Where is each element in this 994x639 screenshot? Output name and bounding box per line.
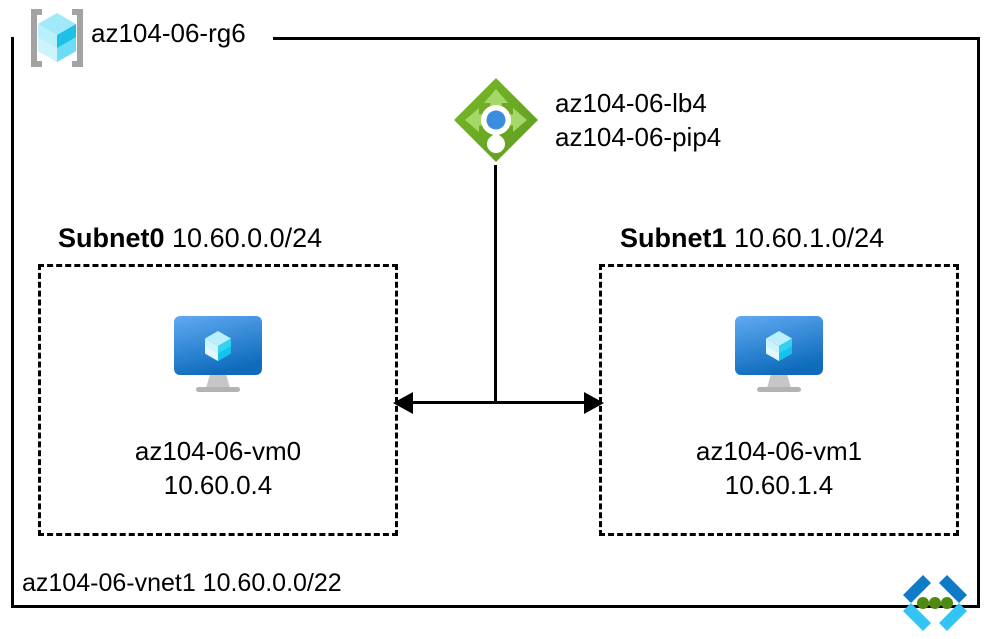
resource-group-label: az104-06-rg6 xyxy=(91,18,246,48)
public-ip-name: az104-06-pip4 xyxy=(555,122,722,152)
vm0-ip: 10.60.0.4 xyxy=(163,470,273,500)
vm1-name: az104-06-vm1 xyxy=(695,436,863,466)
resource-group-border-right xyxy=(977,37,980,608)
vm0-labels: az104-06-vm0 10.60.0.4 xyxy=(38,434,398,502)
vm1-ip: 10.60.1.4 xyxy=(724,470,834,500)
arrow-head-left-icon xyxy=(393,392,413,414)
virtual-machine-icon xyxy=(729,312,829,398)
vnet-label: az104-06-vnet1 10.60.0.0/22 xyxy=(22,569,342,597)
vm0-name: az104-06-vm0 xyxy=(134,436,302,466)
arrow-head-right-icon xyxy=(584,392,604,414)
resource-group-icon xyxy=(26,5,88,71)
resource-group-border-left xyxy=(11,37,14,608)
subnet0-title: Subnet0 10.60.0.0/24 xyxy=(58,222,322,254)
subnet-connector-line xyxy=(408,401,587,404)
subnet1-title: Subnet1 10.60.1.0/24 xyxy=(620,222,884,254)
load-balancer-name: az104-06-lb4 xyxy=(555,88,707,118)
load-balancer-labels: az104-06-lb4 az104-06-pip4 xyxy=(555,86,721,154)
subnet0-cidr: 10.60.0.0/24 xyxy=(172,223,323,253)
load-balancer-connector-line xyxy=(494,165,497,403)
virtual-network-icon xyxy=(893,573,977,635)
subnet0-name: Subnet0 xyxy=(58,223,165,253)
vm1-labels: az104-06-vm1 10.60.1.4 xyxy=(599,434,959,502)
load-balancer-icon xyxy=(452,76,540,168)
virtual-machine-icon xyxy=(168,312,268,398)
subnet1-cidr: 10.60.1.0/24 xyxy=(734,223,885,253)
resource-group-border-bottom xyxy=(11,605,980,608)
subnet1-name: Subnet1 xyxy=(620,223,727,253)
resource-group-border-top xyxy=(273,37,980,40)
